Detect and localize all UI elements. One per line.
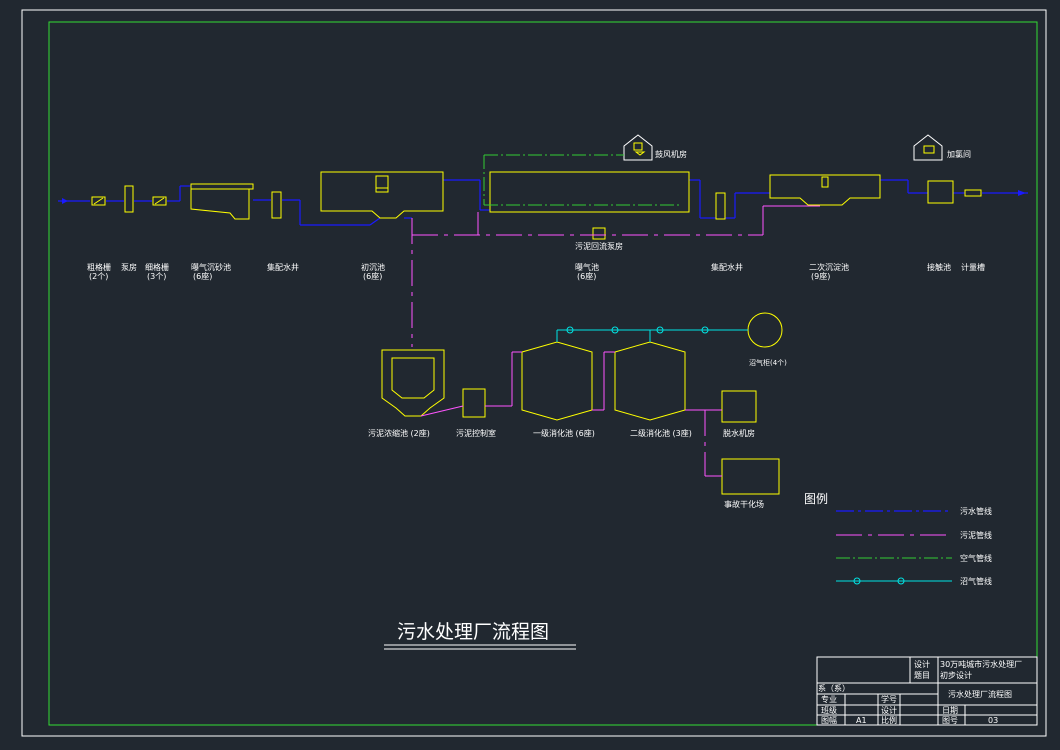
label-collection-well-1: 集配水井 bbox=[267, 262, 299, 272]
label-aerated-grit: 曝气沉砂池 bbox=[191, 262, 231, 272]
label-secondary-clarifier-qty: (9座) bbox=[811, 271, 830, 281]
label-sludge-control: 污泥控制室 bbox=[456, 428, 496, 438]
gas-holder-unit bbox=[747, 312, 783, 348]
aeration-tank-unit bbox=[489, 171, 690, 213]
label-secondary-clarifier: 二次沉淀池 bbox=[809, 262, 849, 272]
digester-1-unit bbox=[521, 341, 593, 421]
sludge-return-pump-unit bbox=[592, 227, 606, 240]
outer-border bbox=[21, 9, 1047, 737]
tb-dept: 系（系） bbox=[818, 683, 850, 693]
label-aeration-tank-qty: (6座) bbox=[577, 271, 596, 281]
tb-date-label: 日期 bbox=[942, 706, 958, 715]
label-coarse-screen-qty: (2个) bbox=[89, 272, 108, 281]
tb-major: 专业 bbox=[821, 694, 837, 704]
primary-clarifier-unit bbox=[320, 171, 444, 219]
label-gas-holder: 沼气柜(4个) bbox=[749, 358, 787, 367]
meter-channel-unit bbox=[964, 189, 982, 197]
legend-label-sludge: 污泥管线 bbox=[960, 530, 992, 540]
title-block: 设计 题目 30万吨城市污水处理厂 初步设计 系（系） 专业 学号 污水处理厂流… bbox=[816, 656, 1038, 726]
sludge-pipeline bbox=[411, 205, 820, 477]
label-fine-screen-qty: (3个) bbox=[147, 272, 166, 281]
inner-border bbox=[48, 21, 1038, 726]
chlorine-house-unit bbox=[913, 134, 943, 161]
dewatering-house-unit bbox=[721, 390, 757, 423]
legend-label-sewage: 污水管线 bbox=[960, 506, 992, 516]
digester-2-unit bbox=[614, 341, 686, 421]
label-digester-2: 二级消化池 (3座) bbox=[630, 428, 692, 438]
pump-house-unit bbox=[124, 185, 134, 213]
label-sludge-return-pump: 污泥回流泵房 bbox=[575, 241, 623, 251]
legend-label-biogas: 沼气管线 bbox=[960, 576, 992, 586]
fine-screen-unit bbox=[152, 196, 167, 206]
secondary-clarifier-unit bbox=[769, 174, 881, 206]
tb-design-topic-1: 30万吨城市污水处理厂 bbox=[940, 659, 1022, 669]
legend: 图例 污水管线 污泥管线 空气管线 沼气管线 bbox=[804, 492, 992, 586]
label-primary-clarifier: 初沉池 bbox=[361, 262, 385, 272]
tb-drawing-name: 污水处理厂流程图 bbox=[948, 689, 1012, 699]
sludge-control-unit bbox=[462, 388, 486, 418]
tb-sheet-size-label: 图幅 bbox=[821, 715, 837, 725]
sludge-thickener-unit bbox=[381, 349, 445, 417]
label-dewatering-house: 脱水机房 bbox=[723, 428, 755, 438]
tb-design-label: 设计 bbox=[881, 705, 897, 715]
label-sludge-thickener: 污泥浓缩池 (2座) bbox=[368, 428, 430, 438]
label-blower-house: 鼓风机房 bbox=[655, 149, 687, 159]
air-pipeline bbox=[483, 154, 680, 206]
aerated-grit-unit bbox=[190, 183, 254, 220]
label-chlorine-house: 加氯间 bbox=[947, 149, 971, 159]
label-aerated-grit-qty: (6座) bbox=[193, 271, 212, 281]
label-emergency-drying: 事故干化场 bbox=[724, 499, 764, 509]
label-contact-tank: 接触池 bbox=[927, 262, 951, 272]
label-aeration-tank: 曝气池 bbox=[575, 262, 599, 272]
process-labels: 粗格栅 (2个) 泵房 细格栅 (3个) 曝气沉砂池 (6座) 集配水井 初沉池… bbox=[87, 149, 985, 509]
tb-design-topic-label-1: 设计 bbox=[914, 659, 930, 669]
collection-well-1-unit bbox=[271, 191, 282, 219]
label-fine-screen: 细格栅 bbox=[145, 262, 169, 272]
tb-scale-label: 比例 bbox=[881, 715, 897, 725]
label-digester-1: 一级消化池 (6座) bbox=[533, 428, 595, 438]
biogas-pipeline bbox=[556, 326, 748, 342]
label-pump-house: 泵房 bbox=[121, 262, 137, 272]
label-meter-channel: 计量槽 bbox=[961, 262, 985, 272]
tb-drawing-no-label: 图号 bbox=[942, 716, 958, 725]
sewage-pipeline bbox=[58, 179, 1028, 226]
legend-label-air: 空气管线 bbox=[960, 553, 992, 563]
tb-sheet-size: A1 bbox=[856, 716, 867, 725]
label-coarse-screen: 粗格栅 bbox=[87, 262, 111, 272]
collection-well-2-unit bbox=[715, 192, 726, 220]
tb-class-label: 班级 bbox=[821, 705, 837, 715]
tb-design-topic-2: 初步设计 bbox=[940, 670, 972, 680]
tb-design-topic-label-2: 题目 bbox=[914, 671, 930, 680]
label-primary-clarifier-qty: (6座) bbox=[363, 271, 382, 281]
process-units bbox=[91, 134, 982, 495]
tb-drawing-no: 03 bbox=[988, 716, 998, 725]
label-collection-well-2: 集配水井 bbox=[711, 262, 743, 272]
contact-tank-unit bbox=[927, 180, 954, 204]
emergency-drying-unit bbox=[721, 458, 780, 495]
drawing-title: 污水处理厂流程图 bbox=[397, 621, 549, 643]
coarse-screen-unit bbox=[91, 196, 106, 206]
drawing-title-group: 污水处理厂流程图 bbox=[384, 621, 576, 650]
tb-student-id: 学号 bbox=[881, 694, 897, 704]
blower-house-unit bbox=[623, 134, 653, 161]
legend-heading: 图例 bbox=[804, 492, 828, 506]
